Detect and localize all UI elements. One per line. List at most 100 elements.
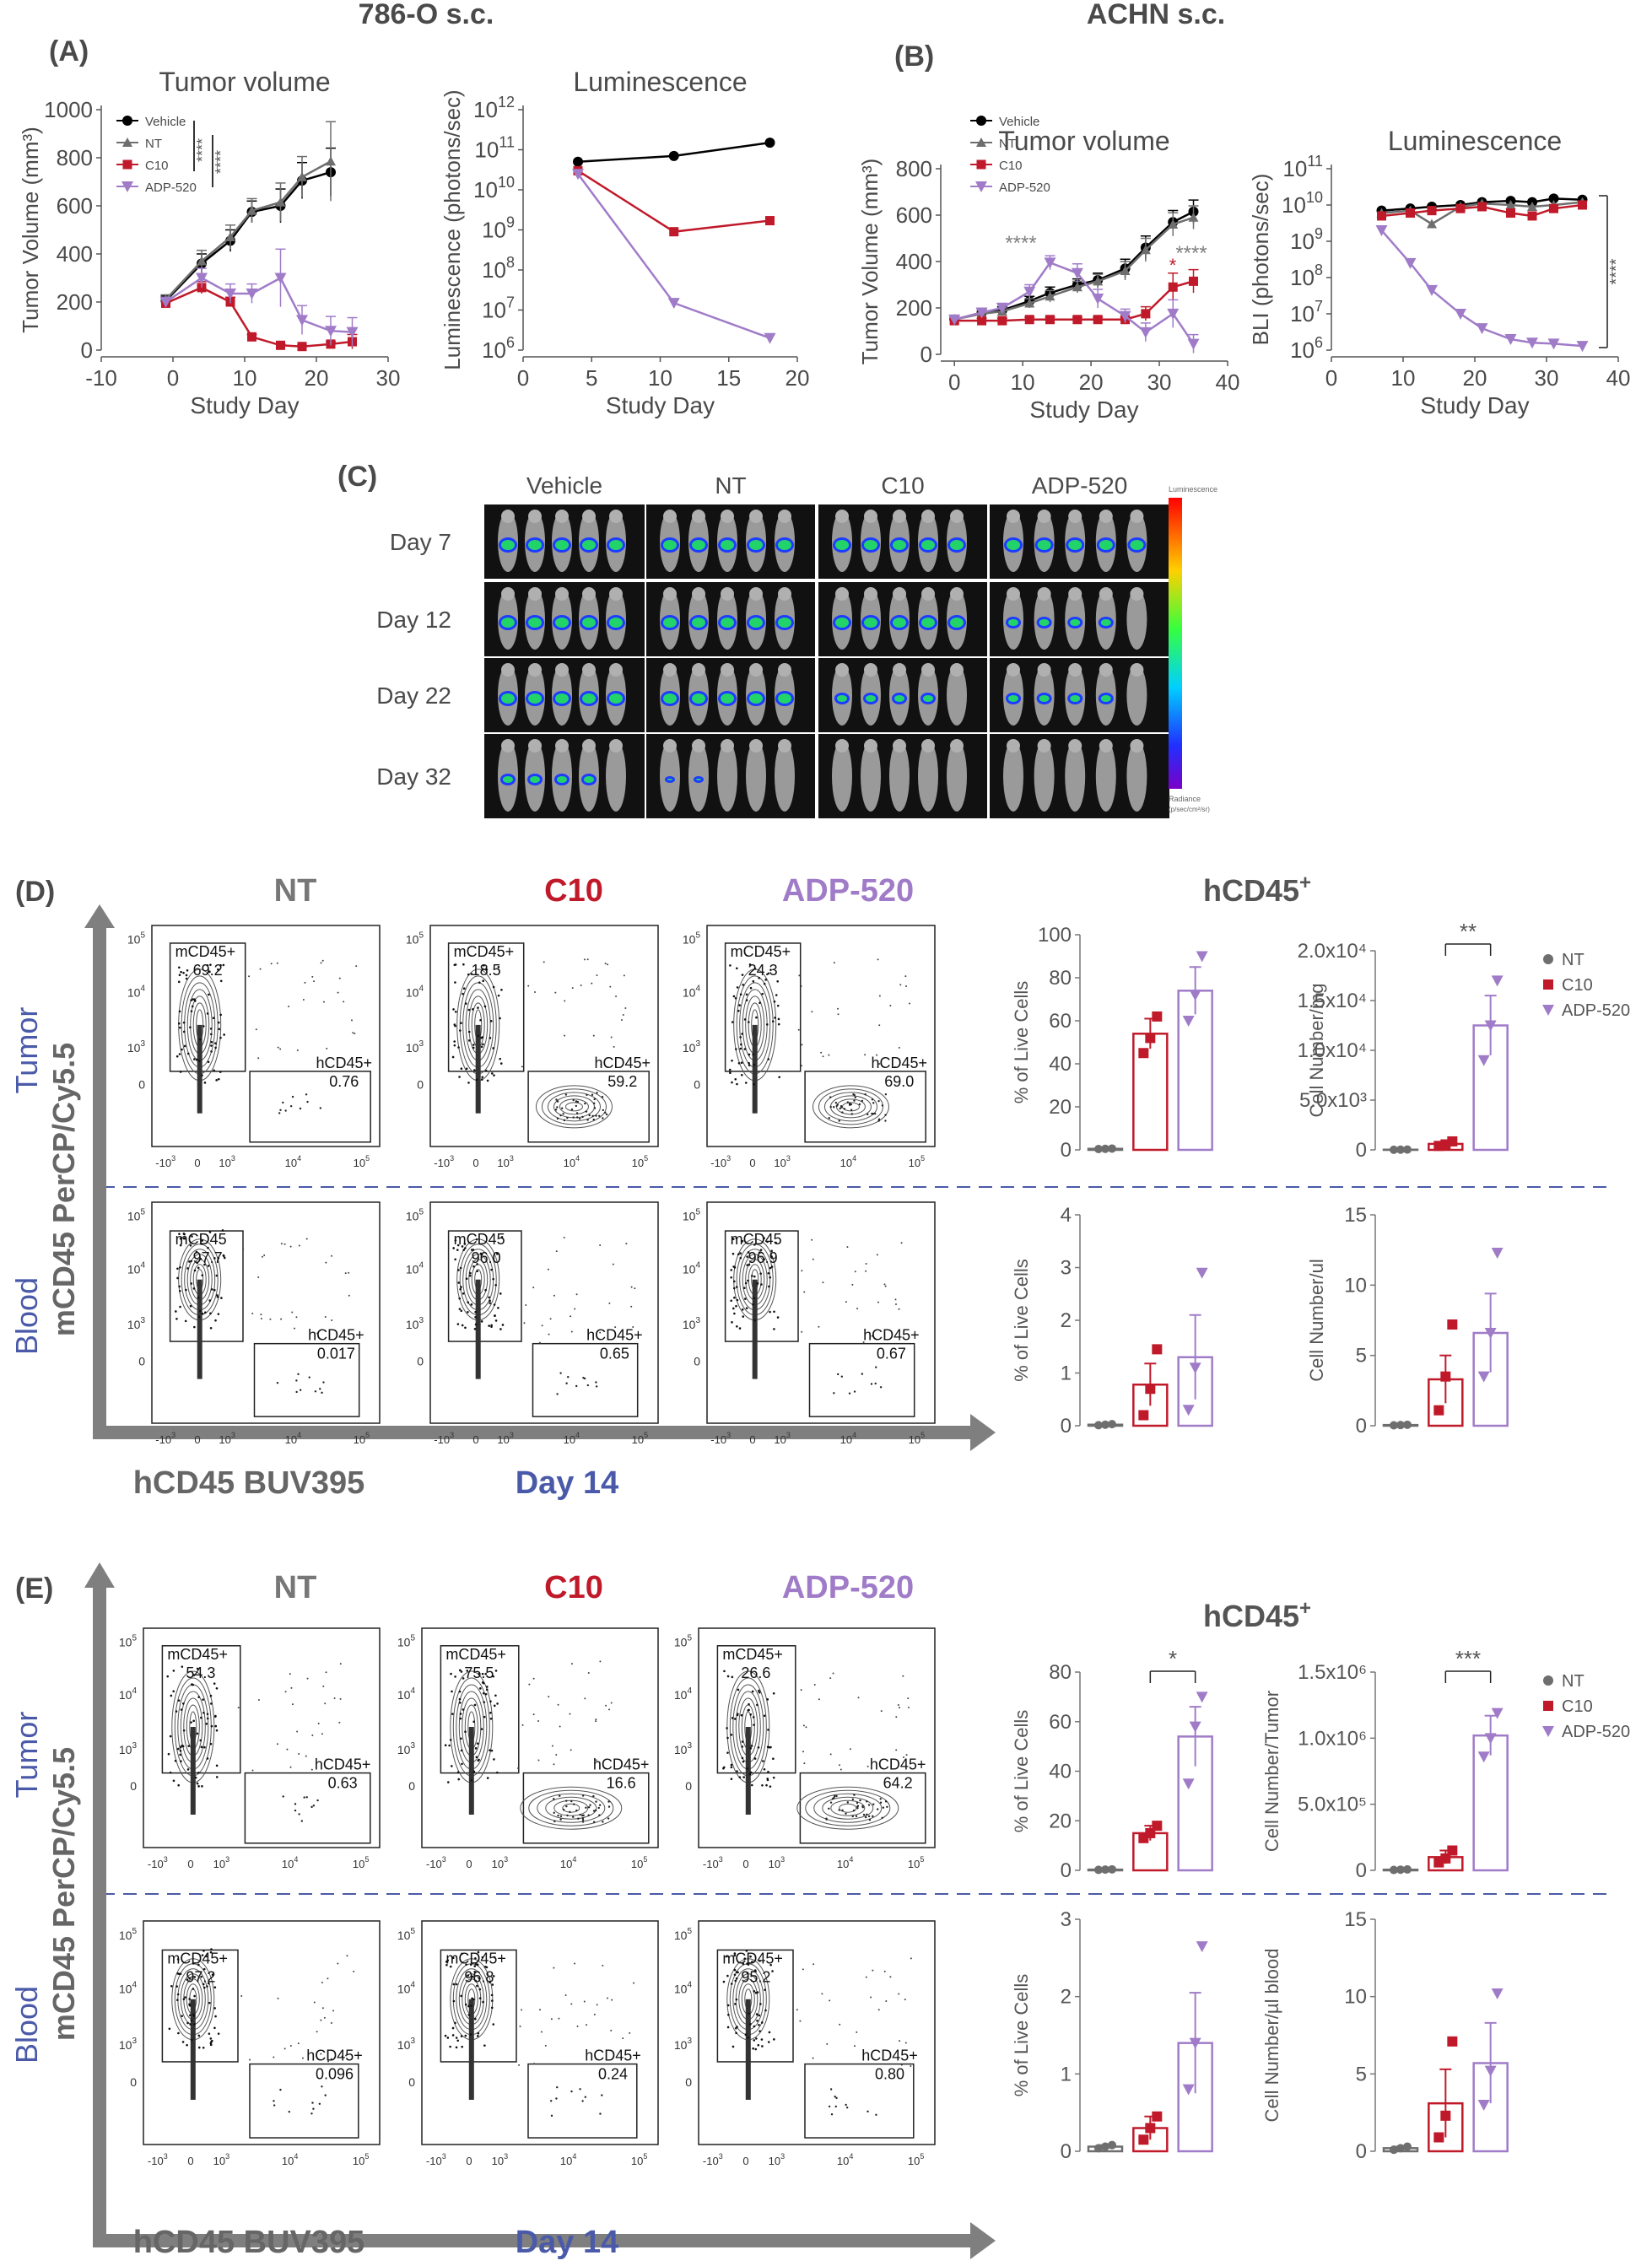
y-tick-label: 80: [1049, 1661, 1072, 1684]
event-dot: [454, 1675, 456, 1678]
event-dot: [773, 2038, 775, 2041]
x-tick-label: -10: [85, 365, 117, 391]
event-dot: [848, 1392, 851, 1395]
y-axis-label: % of Live Cells: [1011, 1710, 1032, 1833]
event-dot: [886, 1805, 888, 1808]
event-dot: [876, 1054, 878, 1056]
point-nt: [1094, 1144, 1103, 1153]
event-dot: [455, 2037, 458, 2039]
event-dot: [608, 1708, 611, 1711]
event-dot: [739, 1256, 742, 1260]
event-dot: [576, 1100, 580, 1103]
event-dot: [753, 1989, 756, 1993]
event-dot: [462, 1677, 465, 1680]
x-tick-label: 30: [1147, 370, 1172, 395]
d-group-nt: NT: [274, 873, 317, 909]
event-dot: [623, 974, 625, 977]
event-dot: [586, 1384, 590, 1387]
flow-x-tick: -103: [710, 1154, 731, 1169]
event-dot: [735, 1048, 737, 1050]
event-dot: [586, 958, 589, 961]
event-dot: [839, 1768, 842, 1771]
event-dot: [870, 1383, 873, 1385]
event-dot: [279, 1048, 282, 1050]
event-dot: [871, 1098, 874, 1101]
event-dot: [569, 1713, 571, 1715]
event-dot: [884, 1120, 887, 1122]
event-dot: [212, 1017, 215, 1020]
flow-y-tick: 105: [674, 1927, 693, 1942]
event-dot: [865, 1263, 867, 1265]
imaging-cell: [818, 504, 987, 579]
bli-signal-core: [1070, 695, 1081, 702]
marker-adp-1: [975, 307, 988, 319]
marker-vehicle-legend0: [976, 116, 986, 126]
event-dot: [753, 1063, 756, 1066]
event-dot: [834, 2105, 837, 2108]
event-dot: [195, 1250, 198, 1254]
flow-x-tick: 103: [213, 2152, 229, 2167]
event-dot: [210, 1040, 213, 1044]
bli-signal-core: [696, 779, 701, 780]
event-dot: [494, 1283, 497, 1287]
event-dot: [474, 1315, 477, 1319]
event-dot: [460, 1670, 463, 1673]
mcd45-gate-value: 75.5: [464, 1664, 494, 1681]
marker-c10-1: [977, 316, 987, 326]
event-dot: [908, 1002, 910, 1005]
event-dot: [196, 1782, 199, 1785]
bli-signal-core: [584, 776, 594, 783]
event-dot: [175, 1055, 179, 1058]
contour-line: [520, 1786, 623, 1830]
event-dot: [556, 1393, 559, 1395]
event-dot: [753, 1969, 757, 1972]
event-dot: [866, 2110, 869, 2113]
event-dot: [748, 1064, 751, 1066]
event-dot: [458, 1308, 462, 1310]
event-dot: [452, 1999, 456, 2003]
event-dot: [732, 1287, 736, 1290]
event-dot: [767, 1058, 770, 1060]
event-dot: [853, 1390, 856, 1393]
event-dot: [744, 2033, 748, 2037]
event-dot: [217, 968, 219, 971]
imaging-cell: [646, 504, 815, 579]
luminescence-scale-bar: [1169, 498, 1182, 789]
event-dot: [736, 986, 739, 989]
event-dot: [532, 1287, 535, 1289]
event-dot: [761, 992, 764, 995]
event-dot: [769, 1785, 772, 1788]
event-dot: [755, 2013, 759, 2015]
imaging-cell: [646, 658, 815, 732]
mouse-head: [921, 587, 935, 601]
event-dot: [355, 965, 358, 968]
mouse-head: [1007, 663, 1020, 677]
event-dot: [853, 1794, 856, 1796]
flow-x-tick: 105: [908, 1855, 924, 1870]
event-dot: [731, 1081, 733, 1084]
event-dot: [455, 1983, 458, 1986]
hcd45-gate-value: 0.24: [598, 2066, 628, 2083]
mouse-head: [692, 739, 705, 753]
point-c10: [1145, 1033, 1156, 1044]
event-dot: [277, 1046, 279, 1049]
event-dot: [830, 2112, 834, 2116]
event-dot: [729, 1071, 732, 1075]
event-dot: [874, 1382, 877, 1385]
event-dot: [768, 1285, 770, 1288]
contour-line: [564, 1102, 583, 1112]
event-dot: [866, 1800, 868, 1803]
mcd45-gate-value: 54.3: [186, 1664, 215, 1681]
event-dot: [770, 1249, 773, 1253]
event-dot: [459, 1287, 462, 1291]
flow-y-tick: 105: [397, 1927, 416, 1942]
flow-x-tick: 0: [194, 1433, 200, 1446]
x-axis-label: Study Day: [1420, 392, 1529, 418]
bli-signal-core: [866, 695, 876, 702]
marker-c10-10: [1189, 276, 1199, 286]
event-dot: [735, 1977, 738, 1980]
mouse-head: [893, 663, 906, 677]
